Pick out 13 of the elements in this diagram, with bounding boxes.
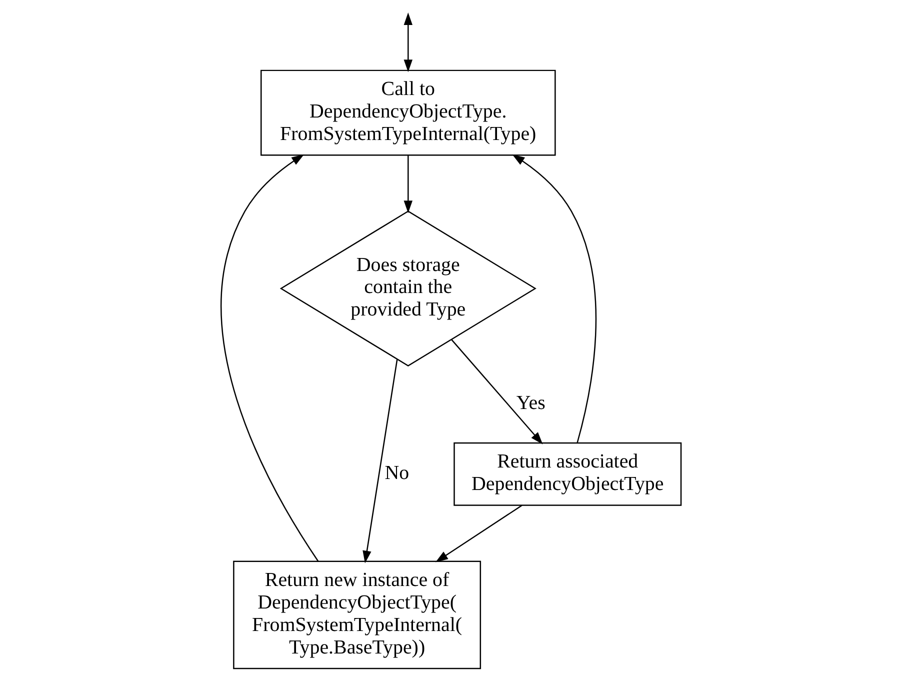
edge-label: No (384, 462, 409, 484)
arrow (434, 504, 522, 562)
arrow (403, 12, 412, 72)
arrow (403, 156, 412, 214)
arrow (362, 359, 398, 564)
arrow (512, 154, 596, 443)
node-box: Call to DependencyObjectType. FromSystemTypeInternal(Type) (260, 70, 556, 156)
node-box: Return associated DependencyObjectType (453, 442, 682, 506)
edge-label: Yes (516, 392, 545, 414)
arrow (450, 339, 542, 444)
arrow (220, 154, 318, 562)
node-box: Return new instance of DependencyObjectType( FromSystemTypeInternal( Type.BaseType)) (232, 560, 481, 670)
node-diamond: Does storage contain the provided Type (279, 210, 536, 366)
